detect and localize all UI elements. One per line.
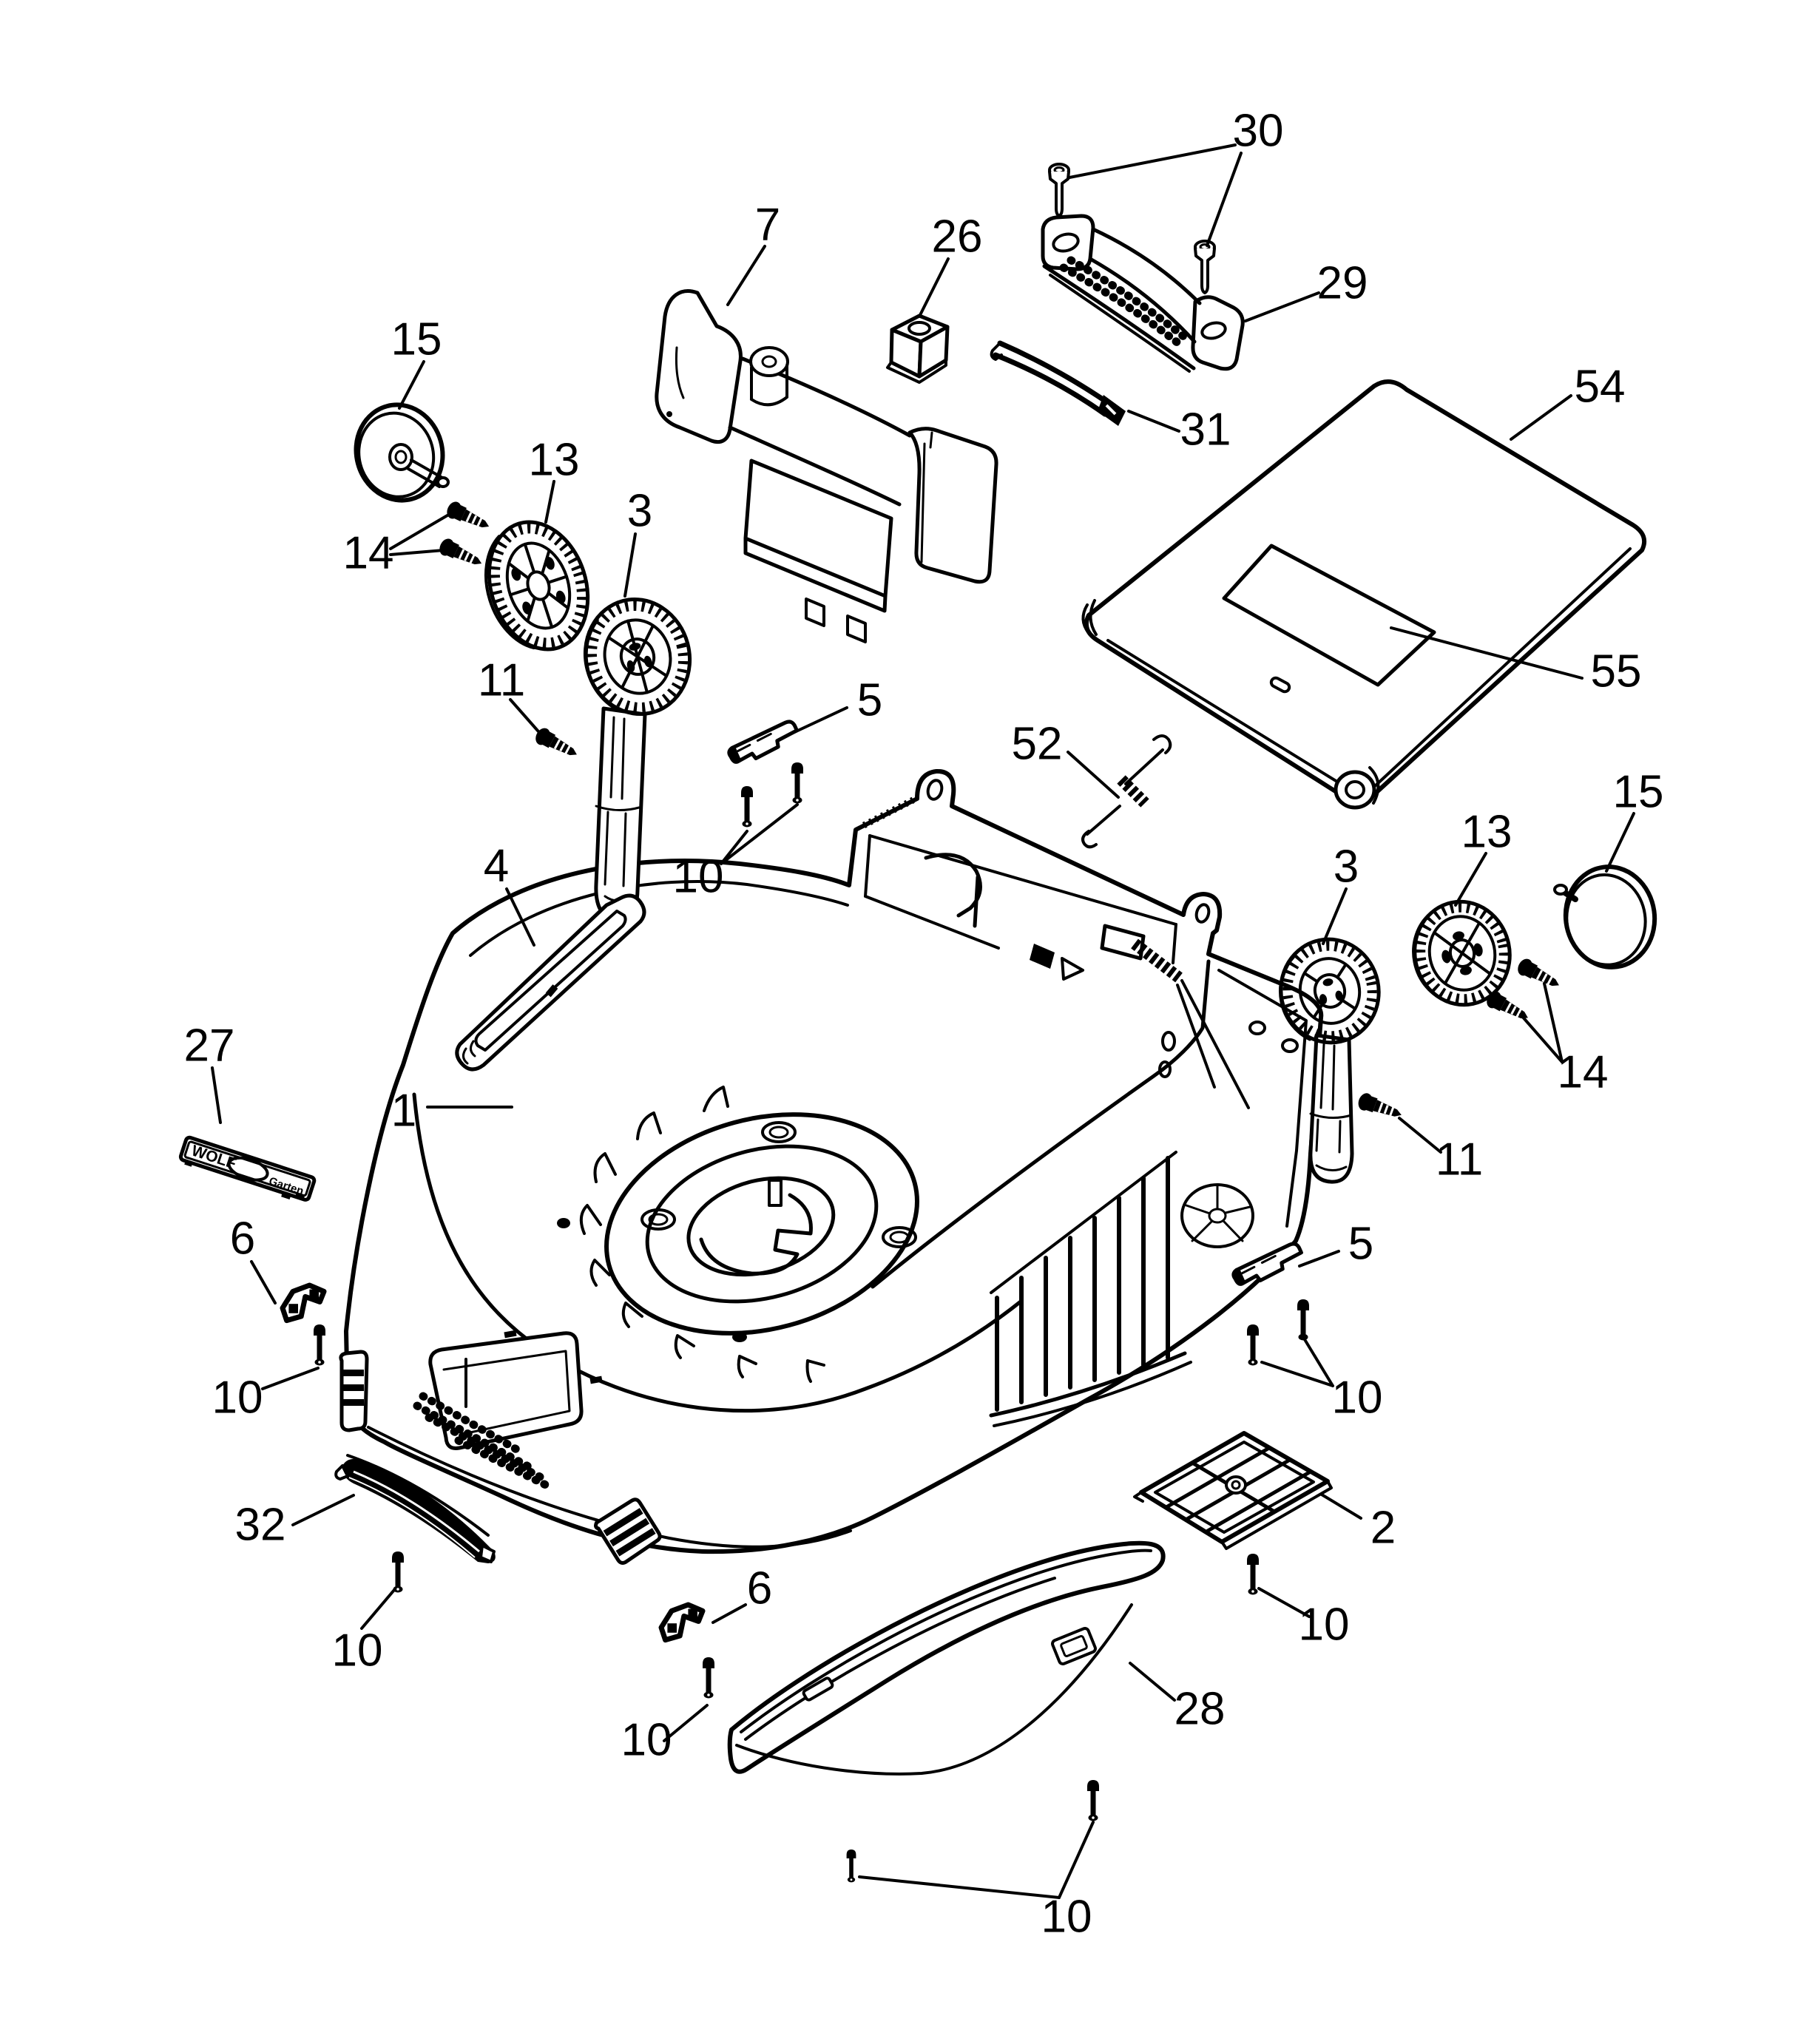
svg-text:32: 32 bbox=[235, 1500, 286, 1551]
callout-6-mid: 6 bbox=[712, 1563, 772, 1624]
svg-text:10: 10 bbox=[332, 1625, 383, 1676]
callout-7: 7 bbox=[726, 200, 780, 306]
callout-26: 26 bbox=[919, 211, 983, 317]
callouts: 30 7 26 29 15 54 31 13 bbox=[184, 106, 1664, 1943]
part-latch-strip bbox=[990, 340, 1126, 426]
svg-text:6: 6 bbox=[230, 1214, 255, 1265]
part-mulch-grate bbox=[1133, 1431, 1333, 1550]
callout-10-bottom-left: 10 bbox=[332, 1588, 396, 1676]
svg-text:11: 11 bbox=[1436, 1134, 1483, 1185]
callout-6-left: 6 bbox=[230, 1214, 277, 1304]
callout-54: 54 bbox=[1510, 362, 1626, 441]
part-grille-strip bbox=[334, 1454, 496, 1563]
callout-52: 52 bbox=[1012, 719, 1120, 799]
callout-29: 29 bbox=[1244, 258, 1368, 322]
part-wheel-adjuster-left bbox=[583, 598, 692, 922]
part-spacer-block bbox=[886, 314, 950, 384]
svg-text:5: 5 bbox=[1348, 1219, 1373, 1270]
svg-text:26: 26 bbox=[932, 211, 983, 263]
svg-text:30: 30 bbox=[1233, 106, 1284, 157]
callout-55: 55 bbox=[1390, 626, 1642, 697]
svg-text:7: 7 bbox=[755, 200, 780, 251]
part-motor-cover bbox=[655, 289, 998, 643]
callout-10-right: 10 bbox=[1260, 1336, 1383, 1424]
callout-13-right: 13 bbox=[1454, 807, 1512, 907]
svg-text:10: 10 bbox=[1299, 1600, 1350, 1651]
callout-27: 27 bbox=[184, 1021, 235, 1124]
svg-text:10: 10 bbox=[673, 852, 724, 903]
svg-text:10: 10 bbox=[1332, 1373, 1383, 1424]
callout-11-left: 11 bbox=[478, 655, 544, 738]
callout-3-left: 3 bbox=[623, 486, 652, 598]
part-front-bumper bbox=[727, 1540, 1166, 1776]
callout-14-left: 14 bbox=[343, 512, 453, 579]
svg-text:13: 13 bbox=[1461, 807, 1512, 858]
callout-13-left: 13 bbox=[529, 435, 580, 524]
part-clip-6-mid bbox=[661, 1605, 703, 1640]
svg-text:55: 55 bbox=[1591, 646, 1642, 697]
callout-10-bottom-right: 10 bbox=[1257, 1587, 1350, 1651]
part-wheel-adjuster-right bbox=[1279, 937, 1381, 1184]
part-clip-6-left bbox=[283, 1285, 324, 1321]
part-handle-bracket bbox=[1041, 214, 1245, 373]
svg-text:14: 14 bbox=[1558, 1047, 1609, 1098]
part-hubcap-left bbox=[354, 402, 450, 503]
svg-text:3: 3 bbox=[1334, 842, 1359, 893]
callout-10-bottom-center: 10 bbox=[858, 1821, 1095, 1943]
callout-30: 30 bbox=[1068, 106, 1284, 247]
callout-3-right: 3 bbox=[1322, 842, 1359, 945]
svg-text:14: 14 bbox=[343, 528, 394, 579]
svg-text:52: 52 bbox=[1012, 719, 1063, 770]
part-screw-11-right bbox=[1354, 1090, 1406, 1125]
svg-text:10: 10 bbox=[621, 1715, 672, 1766]
callout-5-left: 5 bbox=[790, 675, 882, 735]
callout-4: 4 bbox=[484, 841, 535, 947]
svg-text:10: 10 bbox=[1041, 1892, 1092, 1943]
callout-28: 28 bbox=[1129, 1662, 1226, 1735]
svg-text:1: 1 bbox=[391, 1086, 416, 1137]
callout-2: 2 bbox=[1320, 1493, 1396, 1554]
callout-11-right: 11 bbox=[1398, 1117, 1483, 1185]
part-screws-14-left bbox=[436, 498, 494, 573]
svg-text:27: 27 bbox=[184, 1021, 235, 1072]
svg-text:10: 10 bbox=[212, 1373, 263, 1424]
callout-10-bottom-mid: 10 bbox=[621, 1704, 709, 1766]
svg-text:15: 15 bbox=[391, 314, 442, 365]
part-latch-rail-left bbox=[727, 720, 800, 768]
callout-10-upper: 10 bbox=[673, 803, 799, 903]
part-tension-spring bbox=[1081, 734, 1172, 849]
svg-text:54: 54 bbox=[1575, 362, 1626, 413]
svg-text:28: 28 bbox=[1174, 1684, 1226, 1735]
callout-15-right: 15 bbox=[1605, 767, 1664, 873]
svg-text:13: 13 bbox=[529, 435, 580, 486]
svg-text:4: 4 bbox=[484, 841, 509, 892]
svg-text:6: 6 bbox=[747, 1563, 772, 1614]
svg-text:31: 31 bbox=[1180, 405, 1231, 456]
part-trim-strip bbox=[455, 893, 646, 1072]
callout-1: 1 bbox=[391, 1086, 513, 1137]
svg-text:2: 2 bbox=[1370, 1503, 1396, 1554]
svg-text:11: 11 bbox=[478, 655, 525, 706]
part-gear-13-left bbox=[484, 520, 590, 652]
svg-text:29: 29 bbox=[1317, 258, 1368, 309]
part-hubcap-right bbox=[1553, 864, 1657, 969]
callout-15-left: 15 bbox=[391, 314, 442, 410]
callout-32: 32 bbox=[235, 1494, 355, 1551]
callout-31: 31 bbox=[1127, 405, 1231, 456]
svg-text:5: 5 bbox=[857, 675, 882, 726]
callout-10-left: 10 bbox=[212, 1367, 320, 1424]
svg-text:15: 15 bbox=[1613, 767, 1664, 818]
svg-text:3: 3 bbox=[627, 486, 652, 537]
part-rear-flap bbox=[1081, 379, 1646, 810]
callout-5-right: 5 bbox=[1298, 1219, 1373, 1270]
callout-14-right: 14 bbox=[1519, 982, 1609, 1098]
part-brand-plate: WOLF Garten bbox=[178, 1135, 317, 1202]
part-label-55 bbox=[1222, 544, 1436, 687]
